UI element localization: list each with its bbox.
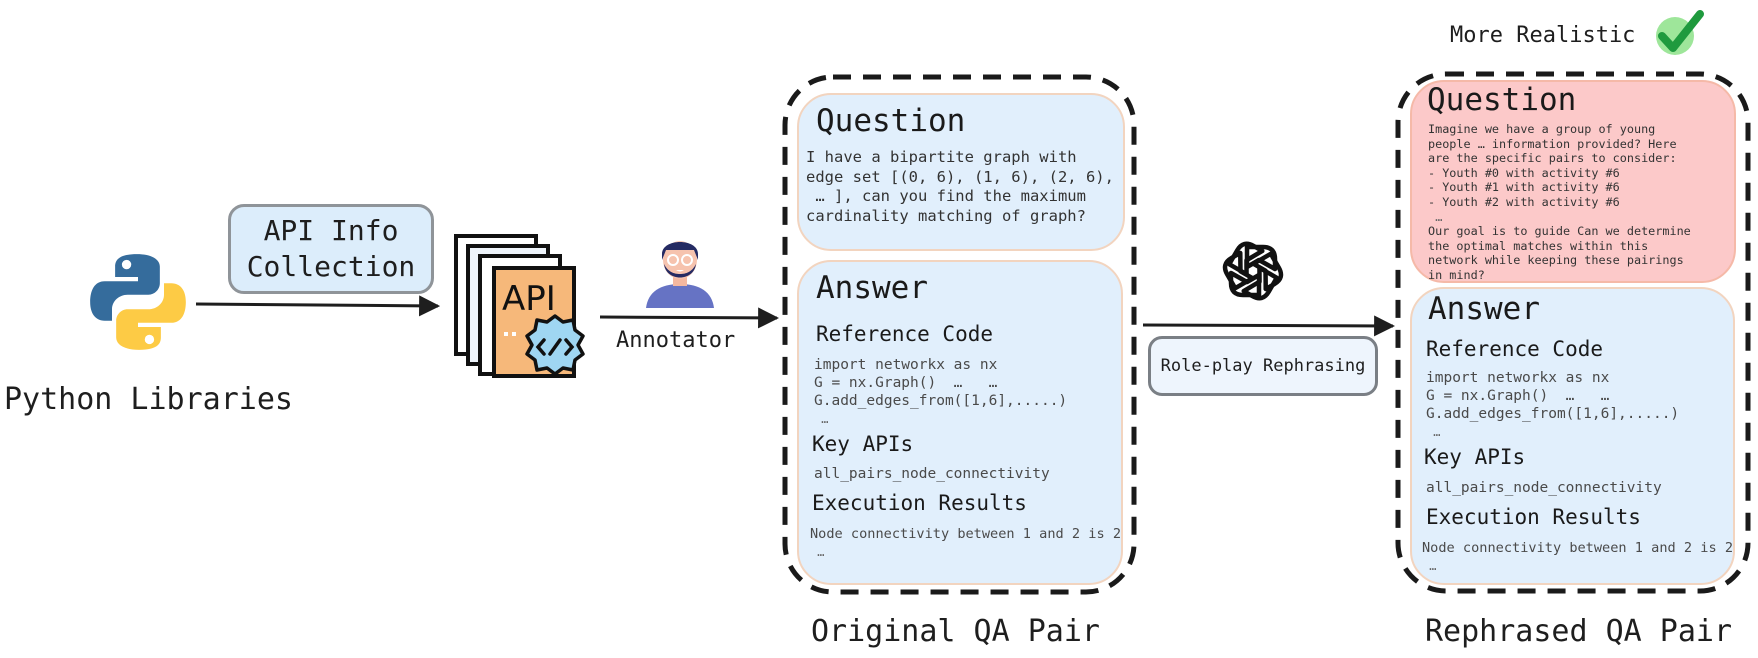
- arrow-python-to-api: [195, 295, 441, 317]
- api-document-stack-icon: API: [452, 232, 592, 380]
- role-play-rephrasing-label: Role-play Rephrasing: [1160, 356, 1366, 376]
- original-question-title: Question: [816, 103, 966, 139]
- python-libraries-label: Python Libraries: [4, 382, 293, 417]
- original-execution-results-title: Execution Results: [812, 491, 1027, 515]
- openai-logo-icon: [1222, 240, 1284, 302]
- original-qa-group-border: [782, 74, 1137, 595]
- checkmark-icon: [1654, 10, 1706, 56]
- original-answer-card: Answer Reference Code import networkx as…: [797, 260, 1123, 585]
- annotator-avatar-icon: [642, 232, 718, 310]
- api-info-collection-step: API Info Collection: [228, 204, 434, 294]
- rephrased-key-api: all_pairs_node_connectivity: [1426, 480, 1662, 496]
- rephrased-key-apis-title: Key APIs: [1424, 445, 1526, 469]
- rephrased-execution-results: Node connectivity between 1 and 2 is 2 …: [1422, 540, 1733, 573]
- annotator-label: Annotator: [616, 328, 736, 353]
- svg-text:API: API: [502, 279, 556, 319]
- original-reference-code-title: Reference Code: [816, 322, 994, 346]
- original-key-apis-title: Key APIs: [812, 432, 914, 456]
- api-info-label-line1: API Info: [263, 214, 399, 247]
- original-execution-results: Node connectivity between 1 and 2 is 2 …: [810, 526, 1121, 559]
- rephrased-question-card: Question Imagine we have a group of youn…: [1410, 80, 1736, 283]
- python-logo-icon: [86, 250, 190, 354]
- original-qa-caption: Original QA Pair: [811, 614, 1100, 649]
- api-info-label-line2: Collection: [246, 250, 416, 283]
- rephrased-question-title: Question: [1427, 82, 1577, 118]
- rephrased-answer-card: Answer Reference Code import networkx as…: [1410, 287, 1735, 585]
- arrow-api-to-original: [599, 307, 780, 329]
- rephrased-qa-caption: Rephrased QA Pair: [1425, 614, 1733, 649]
- rephrased-answer-title: Answer: [1428, 291, 1540, 327]
- rephrased-qa-group-border: [1395, 71, 1751, 594]
- role-play-rephrasing-step: Role-play Rephrasing: [1148, 336, 1378, 396]
- original-key-api: all_pairs_node_connectivity: [814, 466, 1050, 482]
- rephrased-reference-code-title: Reference Code: [1426, 337, 1604, 361]
- arrow-original-to-rephrased: [1142, 315, 1396, 337]
- more-realistic-label: More Realistic: [1450, 23, 1636, 48]
- rephrased-execution-results-title: Execution Results: [1426, 505, 1641, 529]
- original-answer-title: Answer: [816, 270, 928, 306]
